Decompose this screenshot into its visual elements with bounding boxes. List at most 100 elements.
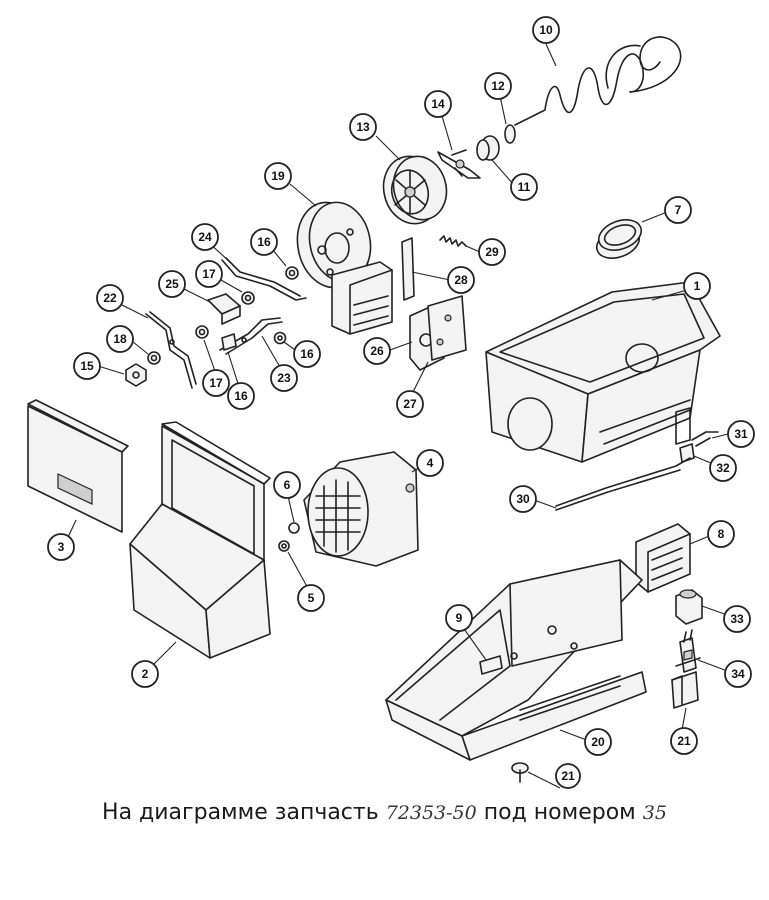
svg-text:5: 5 — [308, 591, 315, 605]
svg-text:11: 11 — [518, 180, 531, 194]
svg-text:20: 20 — [591, 735, 605, 749]
callout-16-lower: 16 — [227, 382, 255, 410]
callout-21-visible: 21 — [555, 763, 581, 789]
svg-text:12: 12 — [491, 79, 505, 93]
svg-text:22: 22 — [103, 291, 117, 305]
part-4-motor — [303, 451, 419, 567]
svg-text:31: 31 — [734, 427, 748, 441]
caption-middle: под номером — [483, 800, 636, 825]
callout-18: 18 — [106, 325, 134, 353]
svg-text:14: 14 — [431, 97, 445, 111]
part-16-nut-top — [285, 266, 299, 280]
part-3-front-cover — [27, 399, 129, 533]
part-5-washer — [278, 540, 290, 552]
svg-text:28: 28 — [454, 273, 468, 287]
svg-text:16: 16 — [300, 347, 314, 361]
svg-text:4: 4 — [427, 456, 434, 470]
part-30-spring — [439, 235, 467, 247]
callout-25: 24 — [191, 223, 219, 251]
svg-text:26: 26 — [370, 344, 384, 358]
part-16-nut-mid — [273, 331, 287, 345]
svg-text:21: 21 — [561, 769, 575, 783]
callout-22: 21 — [670, 727, 698, 755]
caption-callout-number: 35 — [642, 802, 667, 824]
svg-text:10: 10 — [539, 23, 553, 37]
part-1-ice-mold — [485, 281, 721, 463]
callout-8: 8 — [707, 520, 735, 548]
part-35-water-valve-switch — [675, 629, 701, 673]
callout-10: 10 — [532, 16, 560, 44]
part-28-switch-cover — [427, 295, 467, 361]
svg-text:3: 3 — [58, 540, 65, 554]
callout-24: 23 — [270, 364, 298, 392]
part-12-washer — [504, 124, 516, 144]
svg-text:32: 32 — [716, 461, 730, 475]
part-9-tab — [479, 652, 518, 675]
callout-17-lower: 17 — [202, 369, 230, 397]
part-17-washer-lower — [195, 325, 209, 339]
part-31-shutoff-arm — [555, 457, 691, 511]
callout-26: 25 — [158, 270, 186, 298]
caption-part-number: 72353-50 — [385, 802, 477, 824]
part-20-support-tray — [385, 559, 647, 761]
callout-4: 4 — [416, 449, 444, 477]
part-2-housing-cover — [129, 421, 271, 659]
svg-text:19: 19 — [271, 169, 285, 183]
callout-5: 5 — [297, 584, 325, 612]
callout-27: 26 — [363, 337, 391, 365]
part-17-washer-upper — [241, 291, 255, 305]
callout-31: 30 — [509, 485, 537, 513]
callout-7: 7 — [664, 196, 692, 224]
svg-text:13: 13 — [356, 120, 370, 134]
callout-35: 34 — [724, 660, 752, 688]
callout-12: 12 — [484, 72, 512, 100]
callout-1: 1 — [683, 272, 711, 300]
callout-9: 9 — [445, 604, 473, 632]
svg-text:1: 1 — [694, 279, 701, 293]
part-21-screw — [511, 762, 529, 783]
svg-text:7: 7 — [675, 203, 682, 217]
part-19-gear-housing — [296, 201, 372, 289]
callout-17-upper: 17 — [195, 260, 223, 288]
svg-text:33: 33 — [730, 612, 744, 626]
svg-text:21: 21 — [677, 734, 691, 748]
callout-16-top: 16 — [250, 228, 278, 256]
callout-33: 32 — [709, 454, 737, 482]
svg-text:2: 2 — [142, 667, 149, 681]
svg-text:6: 6 — [284, 478, 291, 492]
part-14-ejector-shaft — [437, 149, 481, 179]
part-23-lever — [145, 311, 197, 389]
part-18-washer — [147, 351, 161, 365]
exploded-parts-diagram: 10 12 14 13 11 19 7 29 28 24 16 1 25 17 … — [27, 16, 755, 789]
part-32-clip — [691, 431, 719, 447]
svg-text:23: 23 — [277, 371, 291, 385]
callout-30: 29 — [478, 238, 506, 266]
callout-6: 6 — [273, 471, 301, 499]
callout-19: 19 — [264, 162, 292, 190]
svg-text:16: 16 — [257, 235, 271, 249]
callout-2: 2 — [131, 660, 159, 688]
callout-14: 14 — [424, 90, 452, 118]
gear-bracket — [331, 261, 393, 335]
svg-text:24: 24 — [198, 230, 212, 244]
callout-23: 22 — [96, 284, 124, 312]
svg-text:34: 34 — [731, 667, 745, 681]
svg-text:17: 17 — [202, 267, 216, 281]
part-34-solenoid — [675, 589, 703, 625]
svg-text:18: 18 — [113, 332, 127, 346]
callout-20: 20 — [584, 728, 612, 756]
part-11-collar — [476, 135, 500, 161]
part-15-nut — [125, 363, 147, 387]
svg-text:16: 16 — [234, 389, 248, 403]
part-7-fill-cup — [595, 219, 643, 259]
svg-text:8: 8 — [718, 527, 725, 541]
part-22-holder — [671, 671, 699, 709]
part-25-bracket — [221, 257, 307, 301]
part-10-heater-coil — [514, 36, 682, 126]
callout-29: 28 — [447, 266, 475, 294]
callout-11: 11 — [510, 173, 538, 201]
part-29-actuator-rod — [401, 237, 415, 301]
part-6-washer — [288, 522, 300, 534]
svg-text:17: 17 — [209, 376, 223, 390]
svg-text:27: 27 — [403, 397, 417, 411]
